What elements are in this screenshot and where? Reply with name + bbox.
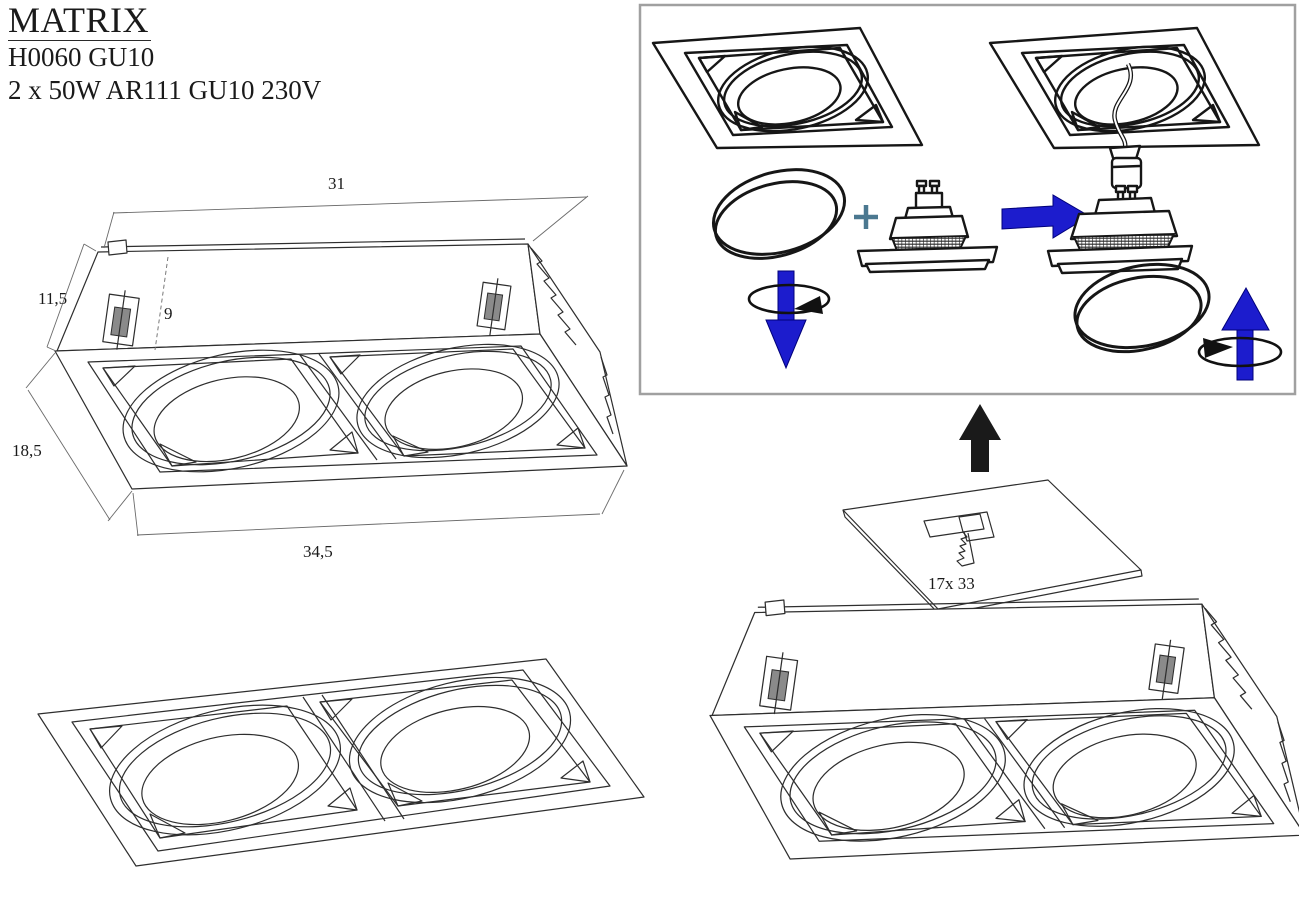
left-gimbal-ring xyxy=(108,704,342,836)
install-arrow-icon xyxy=(959,404,1001,472)
faceplate-drawing xyxy=(37,658,645,867)
saw-icon xyxy=(956,513,985,567)
mounting-ring xyxy=(711,168,847,260)
dim-top-width: 31 xyxy=(328,174,345,193)
product-name: MATRIX xyxy=(8,0,152,41)
dim-recess-depth: 9 xyxy=(164,304,173,323)
gu10-socket xyxy=(1110,156,1143,190)
cutout-opening xyxy=(923,511,995,542)
installed-fixture-drawing xyxy=(709,598,1299,862)
cutout-size-label: 17x 33 xyxy=(928,574,975,593)
insert-rotate-icon xyxy=(747,270,831,370)
ceiling-panel xyxy=(842,479,1142,610)
right-gimbal-ring xyxy=(348,676,572,804)
dim-bottom-width: 34,5 xyxy=(303,542,333,561)
assembled-lamp xyxy=(1046,196,1194,275)
product-spec: 2 x 50W AR111 GU10 230V xyxy=(8,74,322,105)
cutout-step: 17x 33 xyxy=(842,404,1143,616)
dim-housing-height: 11,5 xyxy=(38,289,67,308)
assemble-arrow-icon xyxy=(1001,194,1090,239)
rotation-ellipse-icon xyxy=(1197,336,1283,368)
title-block: MATRIX H0060 GU10 2 x 50W AR111 GU10 230… xyxy=(8,2,321,107)
dimensioned-fixture-drawing: 31 11,5 9 18,5 34,5 xyxy=(12,174,628,561)
instruction-box xyxy=(638,3,1297,396)
ar111-lamp xyxy=(856,179,999,274)
dim-side-depth: 18,5 xyxy=(12,441,42,460)
product-model: H0060 GU10 xyxy=(8,42,155,72)
mounting-ring xyxy=(1073,262,1211,354)
trim-frame xyxy=(37,658,645,867)
lamp-wire-and-socket xyxy=(1108,62,1143,202)
rotation-ellipse-icon xyxy=(747,283,831,315)
remove-rotate-icon xyxy=(1197,286,1283,381)
plus-icon xyxy=(854,205,878,229)
